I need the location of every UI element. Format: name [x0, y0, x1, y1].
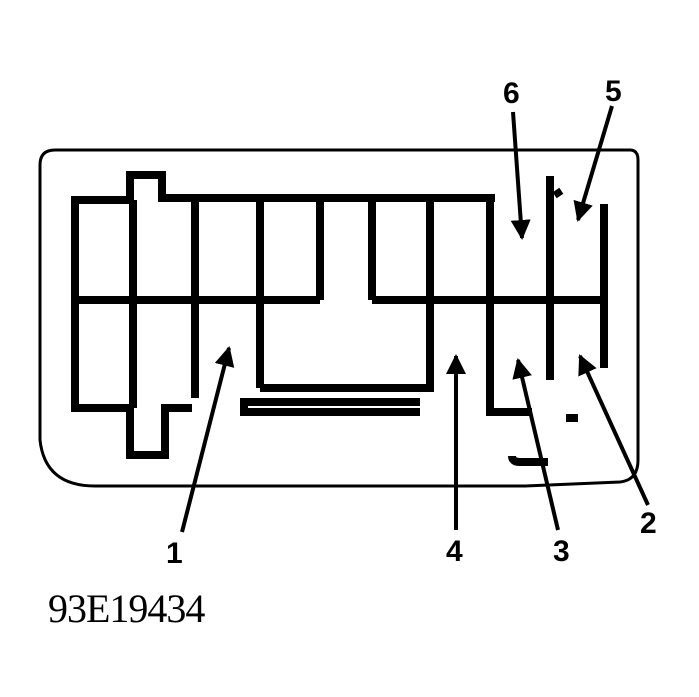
callout-label-2: 2 — [640, 507, 657, 540]
callout-arrow-6 — [510, 111, 531, 240]
latch-mark — [508, 455, 548, 466]
latch-mark — [552, 187, 564, 199]
callout-label-3: 3 — [553, 535, 570, 568]
callout-label-6: 6 — [503, 77, 520, 110]
callout-arrow-3 — [512, 358, 560, 531]
figure-code: 93E19434 — [48, 586, 205, 631]
callout-arrow-1 — [180, 346, 235, 533]
cavity-lock-bar — [240, 398, 420, 416]
callout-label-5: 5 — [605, 75, 622, 108]
callout-label-1: 1 — [166, 537, 183, 570]
callout-arrow-5 — [573, 105, 614, 222]
terminal-grid — [71, 171, 608, 466]
housing-outline — [38, 148, 640, 488]
callout-arrow-2 — [578, 354, 650, 506]
cavity-divider — [486, 198, 532, 416]
callout-label-4: 4 — [446, 535, 463, 568]
callout-arrows — [180, 105, 650, 533]
